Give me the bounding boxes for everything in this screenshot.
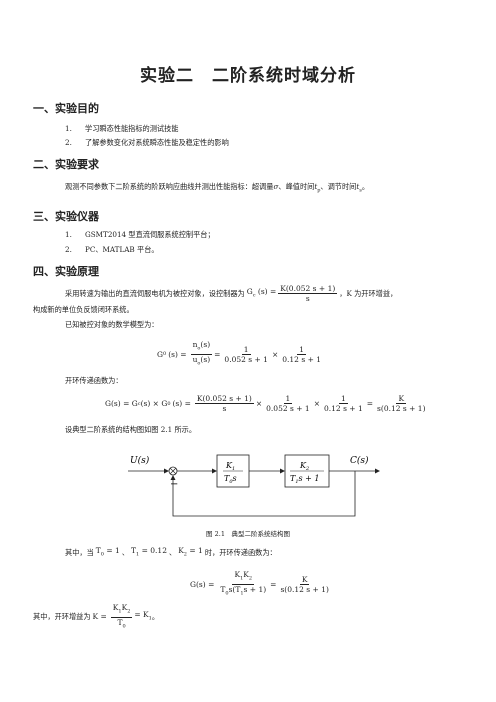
requirements-text: 观测不同参数下二阶系统的阶跃响应曲线并测出性能指标：超调量σ、峰值时间tp、调节… [65, 182, 369, 195]
list-number: 1. [65, 124, 72, 133]
list-text: GSMT2014 型直流伺服系统控制平台； [85, 230, 215, 239]
list-number: 2. [65, 245, 72, 254]
req-text-c: 、调节时间 [320, 182, 357, 191]
principle-paragraph-1: 采用转速为输出的直流伺服电机为被控对象，设控制器为 Gc (s) = K(0.0… [65, 284, 397, 303]
principle-paragraph-3: 开环传递函数为： [65, 376, 123, 385]
feedback-path [172, 471, 356, 517]
req-text-b: 、峰值时间 [278, 182, 315, 191]
section-heading-objectives: 一、实验目的 [33, 102, 99, 115]
p1-text-c: 构成新的单位负反馈闭环系统。 [33, 305, 134, 314]
input-arrow [164, 468, 169, 474]
document-title: 实验二 二阶系统时域分析 [140, 66, 356, 86]
section-heading-requirements: 二、实验要求 [33, 158, 99, 171]
controller-fraction: K(0.052 s + 1)s [278, 284, 338, 303]
block2-numerator: K2 [299, 461, 309, 472]
p1-text-b: ，K 为开环增益， [339, 288, 398, 298]
list-text: 学习瞬态性能指标的测试技能 [85, 124, 179, 133]
req-text-d: 。 [361, 182, 370, 191]
tp-symbol: t [314, 182, 318, 191]
objective-item-1: 1. 学习瞬态性能指标的测试技能 [65, 124, 178, 134]
ts-symbol: t [356, 182, 360, 191]
instrument-item-2: 2. PC、MATLAB 平台。 [65, 245, 159, 255]
list-text: 了解参数变化对系统瞬态性能及稳定性的影响 [85, 138, 229, 147]
section-heading-principle: 四、实验原理 [33, 265, 99, 278]
input-label: U(s) [130, 455, 150, 466]
list-text: PC、MATLAB 平台。 [85, 245, 159, 254]
list-number: 1. [65, 230, 72, 239]
principle-paragraph-5: 其中，当 T0 = 1 、 T1 = 0.12 、 K2 = 1 时，开环传递函… [65, 546, 277, 558]
list-number: 2. [65, 138, 72, 147]
gc-symbol: Gc (s) = [246, 286, 277, 299]
block-diagram: U(s) − K1 T0s K2 T1s + 1 C(s) [128, 454, 380, 517]
block1-numerator: K1 [225, 461, 235, 472]
ts-sub: s [359, 187, 362, 194]
minus-sign: − [170, 479, 178, 490]
section-heading-instruments: 三、实验仪器 [33, 210, 99, 223]
feedback-arrow [170, 475, 176, 480]
instrument-item-1: 1. GSMT2014 型直流伺服系统控制平台； [65, 230, 215, 240]
figure-caption: 图 2.1 典型二阶系统结构图 [206, 530, 290, 538]
output-label: C(s) [350, 455, 369, 466]
objective-item-2: 2. 了解参数变化对系统瞬态性能及稳定性的影响 [65, 138, 229, 148]
principle-paragraph-2: 已知被控对象的数学模型为： [65, 320, 159, 329]
block2-denominator: T1s + 1 [290, 474, 320, 485]
principle-paragraph-4: 设典型二阶系统的结构图如图 2.1 所示。 [65, 425, 197, 434]
tp-sub: p [317, 187, 321, 194]
req-text-a: 观测不同参数下二阶系统的阶跃响应曲线并测出性能指标：超调量 [65, 182, 274, 191]
sigma-symbol: σ [273, 182, 279, 191]
block1-denominator: T0s [224, 474, 237, 485]
p1-text-a: 采用转速为输出的直流伺服电机为被控对象，设控制器为 [65, 288, 245, 298]
